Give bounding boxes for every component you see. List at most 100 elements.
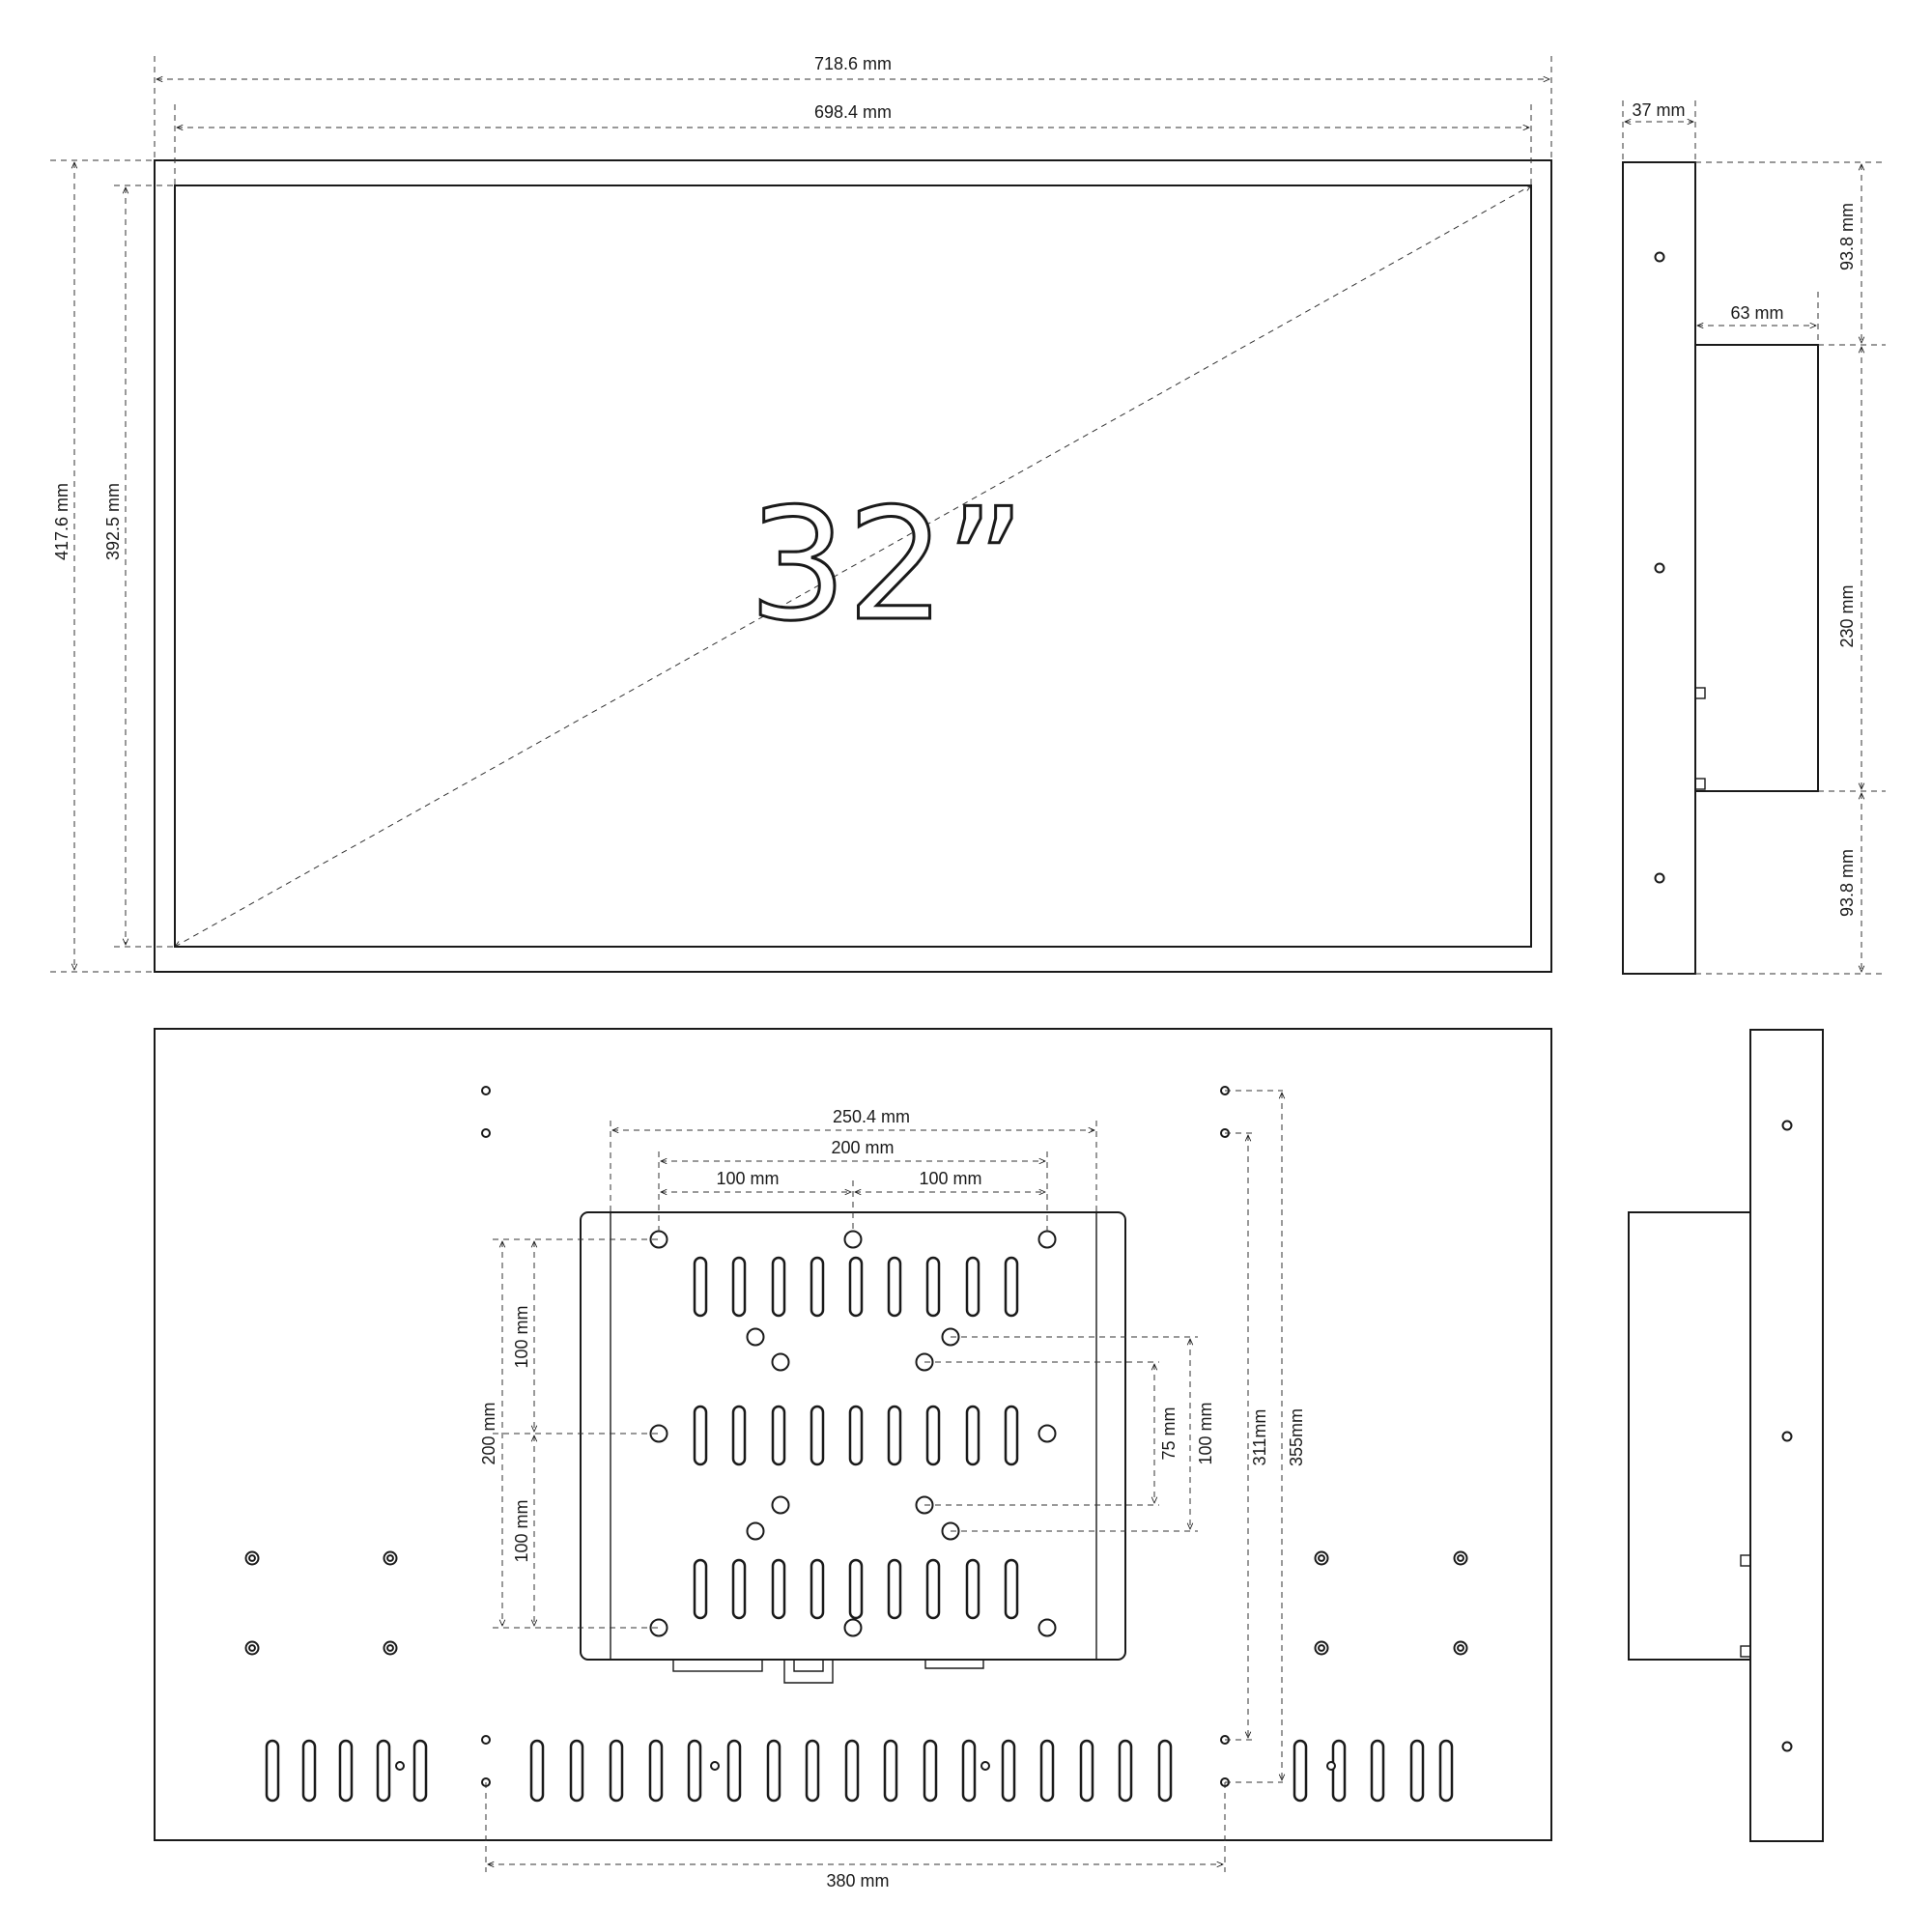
connector-dvi: [924, 1660, 984, 1669]
vent-slot: [844, 1739, 860, 1803]
label-plate-width: 250.4 mm: [833, 1107, 910, 1126]
screw-hole-inner: [1318, 1644, 1325, 1652]
vent-slot: [965, 1405, 980, 1466]
screw-hole: [649, 1424, 668, 1443]
screw-hole: [771, 1495, 790, 1515]
vent-slot: [965, 1558, 980, 1620]
screw-hole: [1037, 1618, 1057, 1637]
label-bottom-offset: 93.8 mm: [1837, 849, 1857, 917]
label-hole-380: 380 mm: [826, 1871, 889, 1890]
vent-slot: [883, 1739, 898, 1803]
vent-slot: [731, 1256, 747, 1318]
label-outer-height: 417.6 mm: [52, 483, 71, 560]
screw-hole: [746, 1521, 765, 1541]
screw-hole: [1781, 1431, 1793, 1442]
screw-hole: [1781, 1741, 1793, 1752]
label-hole-311: 311mm: [1250, 1409, 1269, 1466]
vent-slot: [848, 1256, 864, 1318]
screw-hole: [710, 1761, 720, 1771]
vent-slot: [805, 1739, 820, 1803]
vent-slot: [1004, 1256, 1019, 1318]
vent-slot: [766, 1739, 781, 1803]
vent-slot: [1157, 1739, 1173, 1803]
vent-slot: [609, 1739, 624, 1803]
vent-slot: [731, 1558, 747, 1620]
vent-slot: [1079, 1739, 1094, 1803]
label-vesa-100-left: 100 mm: [716, 1169, 779, 1188]
label-vesa-100-v: 100 mm: [1196, 1402, 1215, 1464]
label-vesa-200-v: 200 mm: [479, 1402, 498, 1464]
vent-slot: [1409, 1739, 1425, 1803]
vent-slot: [1293, 1739, 1308, 1803]
vent-slot: [925, 1256, 941, 1318]
screw-hole: [481, 1128, 491, 1138]
vent-slot: [1039, 1739, 1055, 1803]
vent-slot: [1438, 1739, 1454, 1803]
vent-slot: [338, 1739, 354, 1803]
screw-hole: [1037, 1424, 1057, 1443]
vent-slot: [693, 1405, 708, 1466]
screw-hole-inner: [248, 1644, 256, 1652]
screw-hole: [980, 1761, 990, 1771]
screw-hole: [395, 1761, 405, 1771]
front-outer-frame: [154, 159, 1552, 973]
rear-view: 250.4 mm 200 mm 100 mm 100 mm 200 mm 100…: [154, 1028, 1552, 1890]
vent-slot: [1118, 1739, 1133, 1803]
vent-slot: [648, 1739, 664, 1803]
side-box: [1694, 344, 1819, 792]
label-inner-width: 698.4 mm: [814, 102, 892, 122]
screen-size-label: 32”: [749, 474, 1025, 655]
vent-slot: [693, 1256, 708, 1318]
vent-slot: [1331, 1739, 1347, 1803]
screw-hole: [1037, 1230, 1057, 1249]
vent-slot: [301, 1739, 317, 1803]
screw-hole: [1654, 872, 1665, 884]
vent-slot: [925, 1405, 941, 1466]
vent-slot: [771, 1558, 786, 1620]
screw-hole-inner: [1318, 1554, 1325, 1562]
vent-slot: [1001, 1739, 1016, 1803]
label-depth: 37 mm: [1632, 100, 1685, 120]
vent-slot: [1004, 1558, 1019, 1620]
screw-hole: [843, 1230, 863, 1249]
vent-slot: [1004, 1405, 1019, 1466]
vent-slot: [687, 1739, 702, 1803]
diagonal-line: [175, 185, 1531, 947]
vent-slot: [925, 1558, 941, 1620]
label-vesa-100-v-bottom: 100 mm: [512, 1499, 531, 1562]
vent-slot: [771, 1256, 786, 1318]
label-box-depth: 63 mm: [1730, 303, 1783, 323]
label-inner-height: 392.5 mm: [103, 483, 123, 560]
side-view-rear: [1628, 1029, 1824, 1842]
vent-slot: [569, 1739, 584, 1803]
side-view: 37 mm 63 mm 93.8 mm 230 mm 93.8 mm: [1622, 100, 1886, 975]
screw-hole-inner: [1457, 1554, 1464, 1562]
front-view: 32” 718.6 mm 698.4 mm 417.6 mm 392.5 mm: [50, 54, 1552, 973]
screw-hole: [481, 1086, 491, 1095]
vent-slot: [887, 1405, 902, 1466]
vent-slot: [848, 1558, 864, 1620]
vent-slot: [923, 1739, 938, 1803]
label-vesa-75: 75 mm: [1159, 1406, 1179, 1460]
screw-hole: [481, 1735, 491, 1745]
vent-slot: [726, 1739, 742, 1803]
screw-hole: [1326, 1761, 1336, 1771]
screw-hole: [843, 1618, 863, 1637]
vent-slot: [810, 1405, 825, 1466]
vent-slot: [693, 1558, 708, 1620]
vent-slot: [731, 1405, 747, 1466]
screw-hole: [771, 1352, 790, 1372]
label-vesa-200-h: 200 mm: [831, 1138, 894, 1157]
vent-slot: [529, 1739, 545, 1803]
vent-slot: [1370, 1739, 1385, 1803]
screw-hole: [1654, 562, 1665, 574]
label-box-height: 230 mm: [1837, 584, 1857, 647]
connector-vga: [672, 1659, 763, 1672]
vent-slot: [412, 1739, 428, 1803]
rear-outer-frame: [154, 1028, 1552, 1841]
vent-slot: [961, 1739, 977, 1803]
vent-slot: [848, 1405, 864, 1466]
label-top-offset: 93.8 mm: [1837, 203, 1857, 270]
screw-hole: [1781, 1120, 1793, 1131]
